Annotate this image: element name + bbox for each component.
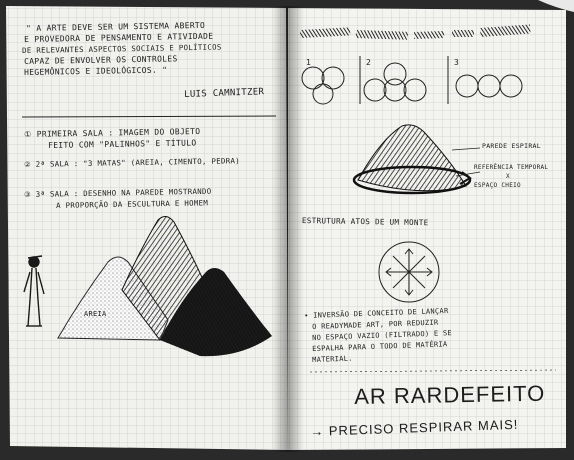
note-line: MATERIAL.: [312, 355, 353, 364]
annotation-label: ESPAÇO CHEIO: [474, 182, 521, 189]
diagram-number-3: 3: [454, 58, 459, 67]
annotation-label: PAREDE ESPIRAL: [482, 142, 541, 150]
annotation-label: X: [506, 173, 510, 180]
sketch-label: AREIA: [84, 310, 107, 318]
diagram-number-1: 1: [306, 58, 311, 67]
page-title: AR RARDEFEITO: [354, 381, 545, 410]
diagram-number-2: 2: [366, 58, 371, 67]
annotation-label: REFERÊNCIA TEMPORAL: [474, 164, 548, 171]
radial-circle-diagram: [379, 242, 439, 302]
